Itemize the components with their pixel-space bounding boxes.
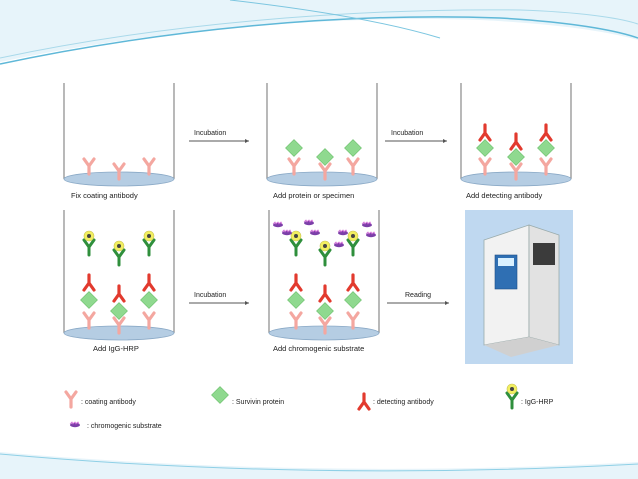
svg-text:: detecting antibody: : detecting antibody	[373, 399, 434, 406]
well-2	[266, 83, 378, 187]
bottom-swoosh	[0, 452, 638, 479]
arrow-incubation-3: Incubation	[189, 292, 249, 305]
survivin-protein-icon	[211, 386, 229, 404]
well-5	[268, 210, 380, 341]
legend-item-chromogenic-substrate: : chromogenic substrate	[69, 421, 162, 430]
caption-step-1: Fix coating antibody	[71, 191, 138, 200]
coating-antibody-icon	[64, 390, 78, 409]
detecting-antibody-icon	[357, 392, 371, 411]
chromogenic-substrate-icon	[69, 421, 81, 428]
legend-item-detecting-antibody: : detecting antibody	[357, 392, 434, 411]
igg-hrp-icon	[505, 382, 519, 410]
caption-step-4: Add IgG-HRP	[93, 344, 139, 353]
svg-text:: coating antibody: : coating antibody	[81, 399, 136, 406]
plate-reader-image	[465, 210, 573, 364]
arrow-incubation-1: Incubation	[189, 130, 249, 143]
svg-text:: Survivin protein: : Survivin protein	[232, 399, 284, 406]
well-4	[63, 210, 175, 341]
elisa-diagram: Fix coating antibody Incubation Add prot…	[59, 75, 580, 438]
top-swoosh-line-3	[229, 0, 441, 39]
caption-step-5: Add chromogenic substrate	[273, 344, 364, 353]
caption-step-2: Add protein or specimen	[273, 191, 354, 200]
svg-text:: chromogenic substrate: : chromogenic substrate	[87, 423, 162, 430]
arrow-label-3: Incubation	[194, 292, 226, 299]
arrow-label-2: Incubation	[391, 130, 423, 137]
arrow-label-1: Incubation	[194, 130, 226, 137]
top-swoosh-line-2	[0, 9, 638, 59]
legend: : coating antibody : Survivin protein : …	[64, 382, 554, 430]
legend-item-coating-antibody: : coating antibody	[64, 390, 136, 409]
arrow-reading: Reading	[387, 292, 449, 305]
bottom-swoosh-line	[0, 453, 638, 472]
well-3	[460, 83, 572, 187]
well-1	[63, 83, 175, 187]
arrow-incubation-2: Incubation	[385, 130, 447, 143]
legend-item-survivin-protein: : Survivin protein	[211, 386, 284, 406]
caption-step-3: Add detecting antibody	[466, 191, 543, 200]
arrow-label-4: Reading	[405, 292, 431, 299]
top-swoosh	[0, 0, 638, 62]
legend-item-igg-hrp: : IgG-HRP	[505, 382, 554, 410]
top-swoosh-line	[0, 16, 638, 65]
svg-text:: IgG-HRP: : IgG-HRP	[521, 399, 554, 406]
